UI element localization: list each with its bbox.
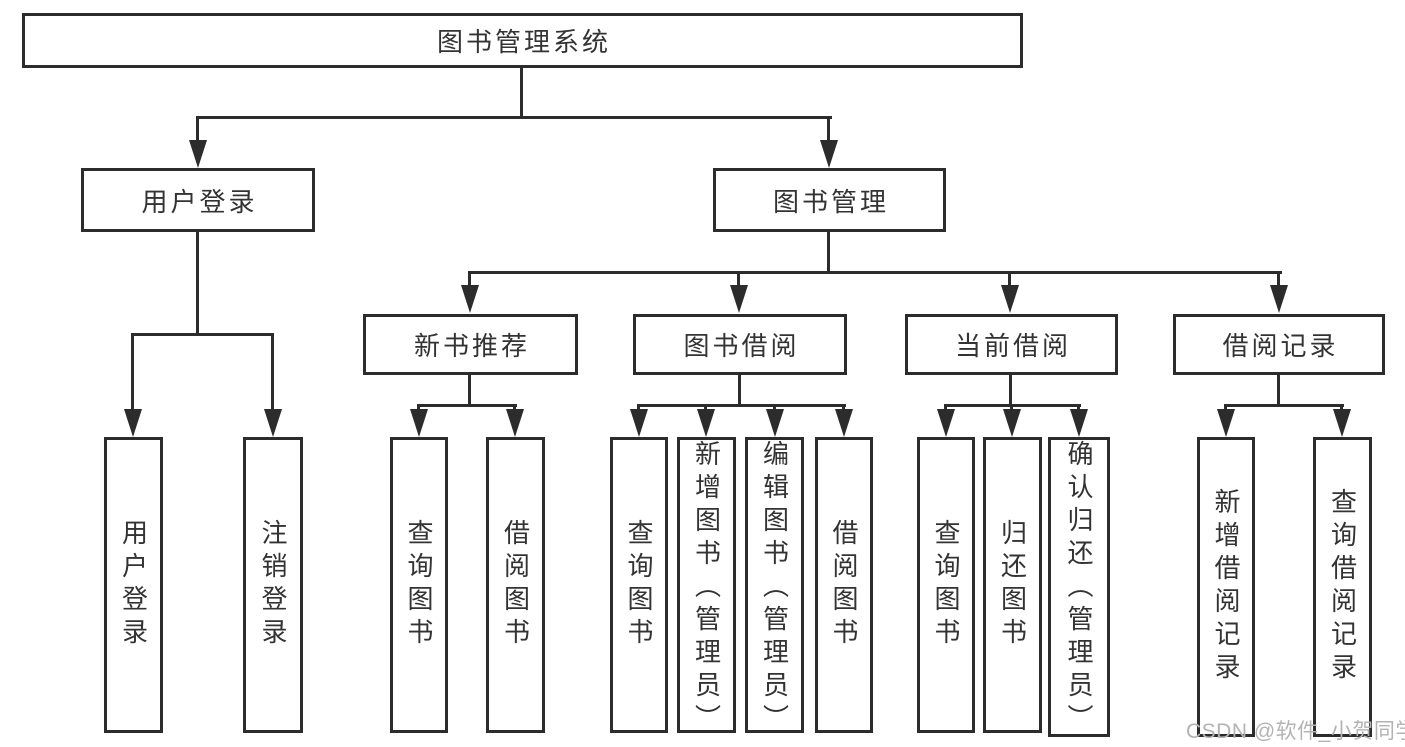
leaf-add-borrow-record: 新增借阅记录: [1197, 437, 1255, 737]
connector-drop: [1010, 404, 1013, 412]
leaf-user-login: 用户登录: [104, 437, 163, 733]
node-book-management: 图书管理: [713, 168, 946, 232]
arrow-down-icon: [264, 409, 282, 437]
leaf-borrow-books-recommend: 借阅图书: [486, 437, 545, 733]
connector-drop: [944, 404, 947, 412]
connector-group-rail: [637, 404, 846, 407]
leaf-query-books-recommend: 查询图书: [390, 437, 448, 733]
arrow-down-icon: [697, 409, 715, 437]
arrow-down-icon: [835, 409, 853, 437]
connector-drop: [1340, 404, 1343, 412]
connector-drop: [1277, 271, 1280, 287]
node-new-book-recommend: 新书推荐: [363, 314, 578, 375]
leaf-query-books-borrow: 查询图书: [610, 437, 668, 733]
connector-drop: [704, 404, 707, 412]
arrow-down-icon: [630, 409, 648, 437]
connector-group-stem: [1277, 375, 1280, 406]
leaf-borrow-books: 借阅图书: [815, 437, 873, 733]
leaf-query-books-current: 查询图书: [917, 437, 975, 733]
connector-drop: [417, 404, 420, 412]
connector-userlogin-stem: [196, 232, 199, 335]
connector-userlogin-rail: [131, 333, 274, 336]
arrow-down-icon: [189, 140, 207, 168]
connector-drop: [773, 404, 776, 412]
connector-root-stem: [520, 68, 523, 118]
csdn-watermark: CSDN @软件_小贺同学: [1186, 720, 1405, 743]
node-book-borrow: 图书借阅: [633, 314, 847, 375]
arrow-down-icon: [506, 409, 524, 437]
connector-drop: [1008, 271, 1011, 287]
leaf-add-book-admin: 新增图书（管理员）: [677, 437, 736, 737]
connector-drop: [637, 404, 640, 412]
connector-group-stem: [738, 375, 741, 406]
connector-drop: [1077, 404, 1080, 412]
node-current-borrow: 当前借阅: [905, 314, 1118, 375]
connector-drop: [468, 271, 471, 287]
connector-group-rail: [1224, 404, 1344, 407]
arrow-down-icon: [1070, 409, 1088, 437]
connector-root-rail: [197, 116, 832, 119]
arrow-down-icon: [1003, 409, 1021, 437]
connector-drop: [196, 116, 199, 143]
leaf-edit-book-admin: 编辑图书（管理员）: [745, 437, 804, 737]
arrow-down-icon: [461, 285, 479, 313]
connector-drop: [737, 271, 740, 287]
connector-drop: [271, 333, 274, 411]
arrow-down-icon: [410, 409, 428, 437]
arrow-down-icon: [1333, 409, 1351, 437]
connector-group-rail: [417, 404, 517, 407]
leaf-confirm-return-admin: 确认归还（管理员）: [1048, 437, 1110, 737]
arrow-down-icon: [1270, 285, 1288, 313]
node-library-system: 图书管理系统: [22, 13, 1023, 68]
arrow-down-icon: [124, 409, 142, 437]
node-borrow-records: 借阅记录: [1173, 314, 1385, 375]
node-user-login: 用户登录: [81, 168, 315, 232]
arrow-down-icon: [937, 409, 955, 437]
arrow-down-icon: [1217, 409, 1235, 437]
connector-drop: [842, 404, 845, 412]
connector-bookmgmt-stem: [827, 232, 830, 274]
connector-group-stem: [468, 375, 471, 406]
arrow-down-icon: [766, 409, 784, 437]
arrow-down-icon: [730, 285, 748, 313]
arrow-down-icon: [1001, 285, 1019, 313]
leaf-return-book: 归还图书: [983, 437, 1042, 733]
arrow-down-icon: [820, 140, 838, 168]
leaf-query-borrow-record: 查询借阅记录: [1313, 437, 1372, 737]
connector-drop: [131, 333, 134, 411]
connector-drop: [513, 404, 516, 412]
connector-bookmgmt-rail: [468, 271, 1282, 274]
connector-drop: [827, 116, 830, 143]
connector-group-stem: [1009, 375, 1012, 406]
leaf-logout: 注销登录: [243, 437, 303, 733]
connector-drop: [1224, 404, 1227, 412]
